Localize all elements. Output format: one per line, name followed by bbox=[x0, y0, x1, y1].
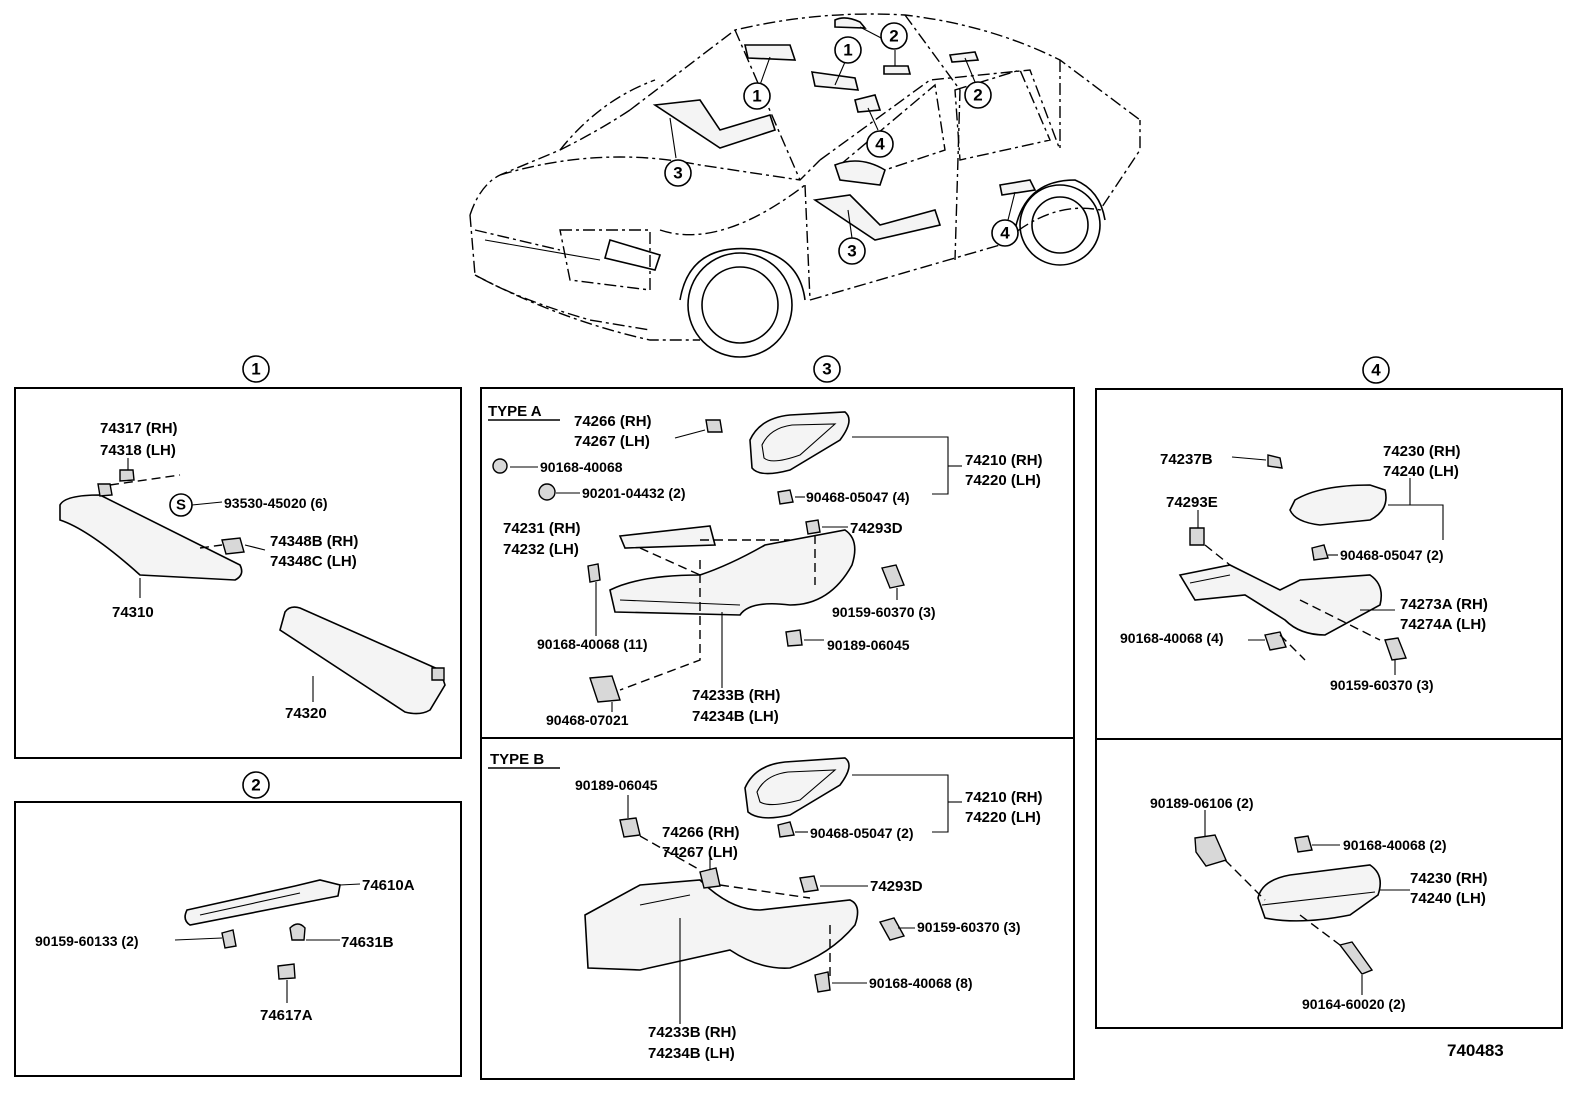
label-90189-06045-a: 90189-06045 bbox=[827, 637, 910, 653]
svg-text:2: 2 bbox=[973, 86, 982, 105]
section-3a-parts bbox=[492, 411, 962, 712]
label-74348b: 74348B (RH) bbox=[270, 533, 358, 550]
label-74234b-a: 74234B (LH) bbox=[692, 708, 779, 725]
label-74210-b: 74210 (RH) bbox=[965, 789, 1043, 806]
car-callout-1b: 1 bbox=[834, 36, 862, 64]
section-4a-parts bbox=[1178, 454, 1444, 675]
label-74233b-a: 74233B (RH) bbox=[692, 687, 780, 704]
label-74293e: 74293E bbox=[1166, 494, 1218, 511]
label-90201-04432: 90201-04432 (2) bbox=[582, 485, 686, 501]
label-74237b: 74237B bbox=[1160, 451, 1213, 468]
section-1-parts bbox=[59, 458, 446, 715]
label-74266-b: 74266 (RH) bbox=[662, 824, 740, 841]
section-callout-1: 1 bbox=[242, 355, 270, 383]
label-74293d-b: 74293D bbox=[870, 878, 923, 895]
label-90168-40068-4: 90168-40068 (4) bbox=[1120, 630, 1224, 646]
label-90168-40068-a: 90168-40068 bbox=[540, 459, 623, 475]
label-90159-60370-b: 90159-60370 (3) bbox=[917, 919, 1021, 935]
car-callout-4b: 4 bbox=[991, 219, 1019, 247]
label-90468-05047-b: 90468-05047 (2) bbox=[810, 825, 914, 841]
label-74240-a: 74240 (LH) bbox=[1383, 463, 1459, 480]
section-callout-3: 3 bbox=[813, 355, 841, 383]
label-90468-07021: 90468-07021 bbox=[546, 712, 629, 728]
svg-text:4: 4 bbox=[1371, 361, 1381, 380]
label-74231: 74231 (RH) bbox=[503, 520, 581, 537]
svg-text:1: 1 bbox=[251, 360, 260, 379]
svg-text:3: 3 bbox=[847, 242, 856, 261]
label-90159-60370-c: 90159-60370 (3) bbox=[1330, 677, 1434, 693]
s-mark: S bbox=[176, 497, 186, 514]
label-74310: 74310 bbox=[112, 604, 154, 621]
svg-text:3: 3 bbox=[673, 164, 682, 183]
label-74274a: 74274A (LH) bbox=[1400, 616, 1486, 633]
label-74348c: 74348C (LH) bbox=[270, 553, 357, 570]
label-93530: 93530-45020 (6) bbox=[224, 495, 328, 511]
label-74210-a: 74210 (RH) bbox=[965, 452, 1043, 469]
section-callout-2: 2 bbox=[242, 771, 270, 799]
svg-text:4: 4 bbox=[875, 135, 885, 154]
section-4a-frame bbox=[1095, 388, 1563, 740]
label-74233b-b: 74233B (RH) bbox=[648, 1024, 736, 1041]
car-callout-3b: 3 bbox=[838, 237, 866, 265]
section-1-frame bbox=[14, 387, 462, 759]
label-74230-b: 74230 (RH) bbox=[1410, 870, 1488, 887]
section-2-frame bbox=[14, 801, 462, 1077]
label-90189-06045-b: 90189-06045 bbox=[575, 777, 658, 793]
label-90168-40068-11: 90168-40068 (11) bbox=[537, 636, 648, 652]
section-4b-parts bbox=[1194, 810, 1410, 995]
car-callout-1a: 1 bbox=[743, 82, 771, 110]
type-b-label: TYPE B bbox=[490, 751, 544, 768]
label-74220-a: 74220 (LH) bbox=[965, 472, 1041, 489]
label-74267-b: 74267 (LH) bbox=[662, 844, 738, 861]
svg-text:3: 3 bbox=[822, 360, 831, 379]
label-74318: 74318 (LH) bbox=[100, 442, 176, 459]
car-callout-4a: 4 bbox=[866, 130, 894, 158]
section-3b-frame bbox=[480, 737, 1075, 1080]
figure-number: 740483 bbox=[1447, 1041, 1504, 1060]
car-callout-2b: 2 bbox=[964, 81, 992, 109]
svg-text:2: 2 bbox=[889, 27, 898, 46]
section-callout-4: 4 bbox=[1362, 356, 1390, 384]
label-74320: 74320 bbox=[285, 705, 327, 722]
label-90164-60020: 90164-60020 (2) bbox=[1302, 996, 1406, 1012]
svg-text:2: 2 bbox=[251, 776, 260, 795]
svg-text:1: 1 bbox=[752, 87, 761, 106]
label-74293d-a: 74293D bbox=[850, 520, 903, 537]
label-74220-b: 74220 (LH) bbox=[965, 809, 1041, 826]
label-74610a: 74610A bbox=[362, 877, 415, 894]
car-illustration bbox=[469, 13, 1141, 358]
label-74230-a: 74230 (RH) bbox=[1383, 443, 1461, 460]
label-90159-60370-a: 90159-60370 (3) bbox=[832, 604, 936, 620]
label-74267-a: 74267 (LH) bbox=[574, 433, 650, 450]
label-90468-05047-c: 90468-05047 (2) bbox=[1340, 547, 1444, 563]
label-74317: 74317 (RH) bbox=[100, 420, 178, 437]
car-callout-2a: 2 bbox=[880, 22, 908, 50]
section-2-parts bbox=[174, 879, 361, 1003]
label-74266-a: 74266 (RH) bbox=[574, 413, 652, 430]
label-74232: 74232 (LH) bbox=[503, 541, 579, 558]
label-74617a: 74617A bbox=[260, 1007, 313, 1024]
type-a-label: TYPE A bbox=[488, 403, 542, 420]
label-90168-40068-2: 90168-40068 (2) bbox=[1343, 837, 1447, 853]
svg-text:4: 4 bbox=[1000, 224, 1010, 243]
label-74234b-b: 74234B (LH) bbox=[648, 1045, 735, 1062]
section-3b-parts bbox=[584, 757, 962, 1024]
car-callout-3a: 3 bbox=[664, 159, 692, 187]
label-74273a: 74273A (RH) bbox=[1400, 596, 1488, 613]
svg-text:1: 1 bbox=[843, 41, 852, 60]
label-90468-05047-a: 90468-05047 (4) bbox=[806, 489, 910, 505]
section-4b-frame bbox=[1095, 738, 1563, 1029]
label-74631b: 74631B bbox=[341, 934, 394, 951]
label-90159-60133: 90159-60133 (2) bbox=[35, 933, 139, 949]
label-90189-06106: 90189-06106 (2) bbox=[1150, 795, 1254, 811]
label-74240-b: 74240 (LH) bbox=[1410, 890, 1486, 907]
label-90168-40068-8: 90168-40068 (8) bbox=[869, 975, 973, 991]
